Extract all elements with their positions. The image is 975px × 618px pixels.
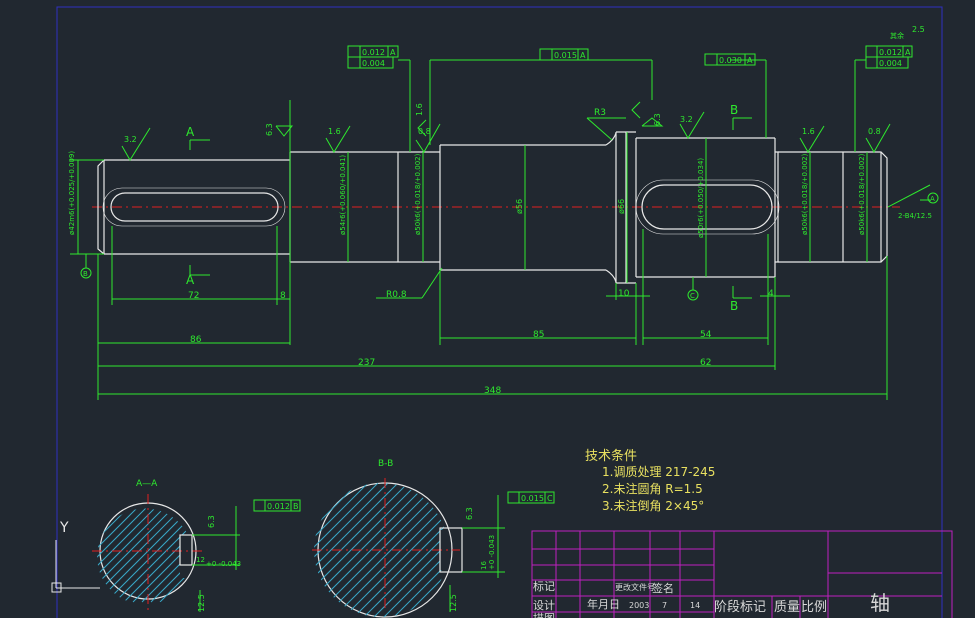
dia-50-a: ø50k6(+0.018/+0.002)	[414, 153, 422, 235]
tb-part-name: 轴	[870, 591, 890, 615]
tb-jieduan: 阶段标记	[714, 600, 766, 615]
tol-2: 0.015	[554, 51, 577, 60]
keyway-b-width: 16	[480, 561, 488, 570]
tol-5: 0.012	[267, 502, 290, 511]
tol-1a: 0.012	[362, 48, 385, 57]
tb-day: 14	[690, 601, 700, 610]
tol-1a-ref: A	[390, 48, 396, 57]
datum-a-label: A	[930, 195, 935, 203]
dia-50-d: ø50k6(+0.018/+0.002)	[858, 153, 866, 235]
tb-bili: 比例	[801, 600, 827, 615]
technical-notes: 技术条件 1.调质处理 217-245 2.未注圆角 R=1.5 3.未注倒角 …	[585, 448, 715, 513]
dim-8: 8	[280, 291, 286, 301]
note-3: 3.未注倒角 2×45°	[602, 498, 704, 513]
tol-6-ref: C	[547, 494, 553, 503]
rough-9: 0.8	[868, 127, 881, 136]
section-b-top: B	[730, 103, 738, 117]
tb-gengdong: 更改文件号	[615, 582, 655, 592]
tb-nianyueri: 年月日	[587, 597, 620, 611]
radius-r3: R3	[594, 108, 606, 118]
rough-11: 6.3	[465, 507, 474, 520]
rough-7: 3.2	[680, 115, 693, 124]
radius-r08: R0.8	[386, 290, 407, 300]
section-bb-title: B-B	[378, 459, 393, 469]
tb-qianming: 签名	[652, 581, 674, 595]
tol-6: 0.015	[521, 494, 544, 503]
tol-4a-ref: A	[905, 48, 911, 57]
section-a-top: A	[186, 125, 195, 139]
dim-348: 348	[484, 386, 501, 396]
datum-c-label: C	[690, 292, 695, 300]
drawing-border	[56, 6, 943, 618]
keyway-b-tol: +0 -0.043	[488, 535, 496, 570]
tol-4a: 0.012	[879, 48, 902, 57]
rough-1: 3.2	[124, 135, 137, 144]
tol-1b: 0.004	[362, 59, 385, 68]
ucs-y-label: Y	[59, 520, 69, 536]
rough-5: 0.8	[418, 127, 431, 136]
corner-rough: 2.5	[912, 25, 925, 34]
keyway-a-tol: +0 -0.043	[206, 560, 241, 568]
dimension-lines	[70, 59, 931, 400]
tb-sheji: 设计	[533, 599, 555, 612]
rough-12: 12.5	[197, 594, 206, 612]
rough-4: 1.6	[415, 103, 424, 116]
dia-54: ø54r6(+0.060/+0.041)	[339, 155, 347, 235]
tol-2-ref: A	[580, 51, 586, 60]
dia-42: ø42m6(+0.025/+0.009)	[68, 151, 76, 235]
tol-5-ref: B	[293, 502, 299, 511]
side-note: 2-B4/12.5	[898, 212, 932, 220]
ucs-icon: Y	[51, 520, 100, 593]
roughness-symbols	[121, 101, 891, 161]
datum-c-circle	[687, 289, 699, 301]
dim-237: 237	[358, 358, 375, 368]
dia-66: ø66	[617, 199, 626, 214]
dia-56: ø56	[515, 199, 524, 214]
tb-huitu: 描图	[533, 611, 555, 618]
dimension-texts: 72 8 86 85 10 54 4 237 62 348 ø42m6(+0.0…	[68, 25, 935, 612]
tb-zhiliang: 质量	[774, 600, 800, 615]
dim-10: 10	[618, 289, 630, 299]
dim-85: 85	[533, 330, 544, 340]
dim-72: 72	[188, 291, 199, 301]
notes-title: 技术条件	[585, 448, 637, 464]
tb-year: 2003	[629, 601, 649, 610]
corner-note: 其余	[890, 31, 904, 40]
tol-3: 0.030	[719, 56, 742, 65]
section-aa-title: A—A	[136, 479, 158, 489]
tb-biaoji: 标记	[533, 579, 555, 593]
rough-6: 6.3	[653, 113, 662, 126]
tb-month: 7	[662, 601, 667, 610]
title-block: 标记 更改文件号 签名 设计 年月日 2003 7 14 阶段标记 质量 比例 …	[531, 530, 953, 618]
dim-86: 86	[190, 335, 202, 345]
section-a-bot: A	[186, 273, 195, 287]
section-aa-view	[92, 494, 240, 612]
section-b-bot: B	[730, 299, 738, 313]
shaft-outline	[97, 131, 888, 284]
dia-50-c: ø50k6(+0.018/+0.002)	[801, 153, 809, 235]
datum-b-circle	[80, 267, 92, 279]
tol-4b: 0.004	[879, 59, 902, 68]
tol-3-ref: A	[747, 56, 753, 65]
rough-2: 6.3	[265, 123, 274, 136]
rough-10: 6.3	[207, 515, 216, 528]
note-1: 1.调质处理 217-245	[602, 465, 715, 479]
dim-4: 4	[768, 289, 774, 299]
rough-8: 1.6	[802, 127, 815, 136]
tolerance-frames	[253, 45, 913, 512]
rough-13: 12.5	[449, 594, 458, 612]
dim-62: 62	[700, 358, 711, 368]
rough-3: 1.6	[328, 127, 341, 136]
note-2: 2.未注圆角 R=1.5	[602, 481, 703, 496]
dim-54: 54	[700, 330, 712, 340]
keyway-a-width: 12	[196, 556, 205, 564]
datum-a-circle	[927, 192, 939, 204]
datum-b-label: B	[83, 270, 88, 278]
dia-50-b: ø50r6(+0.050/+0.034)	[697, 158, 705, 238]
